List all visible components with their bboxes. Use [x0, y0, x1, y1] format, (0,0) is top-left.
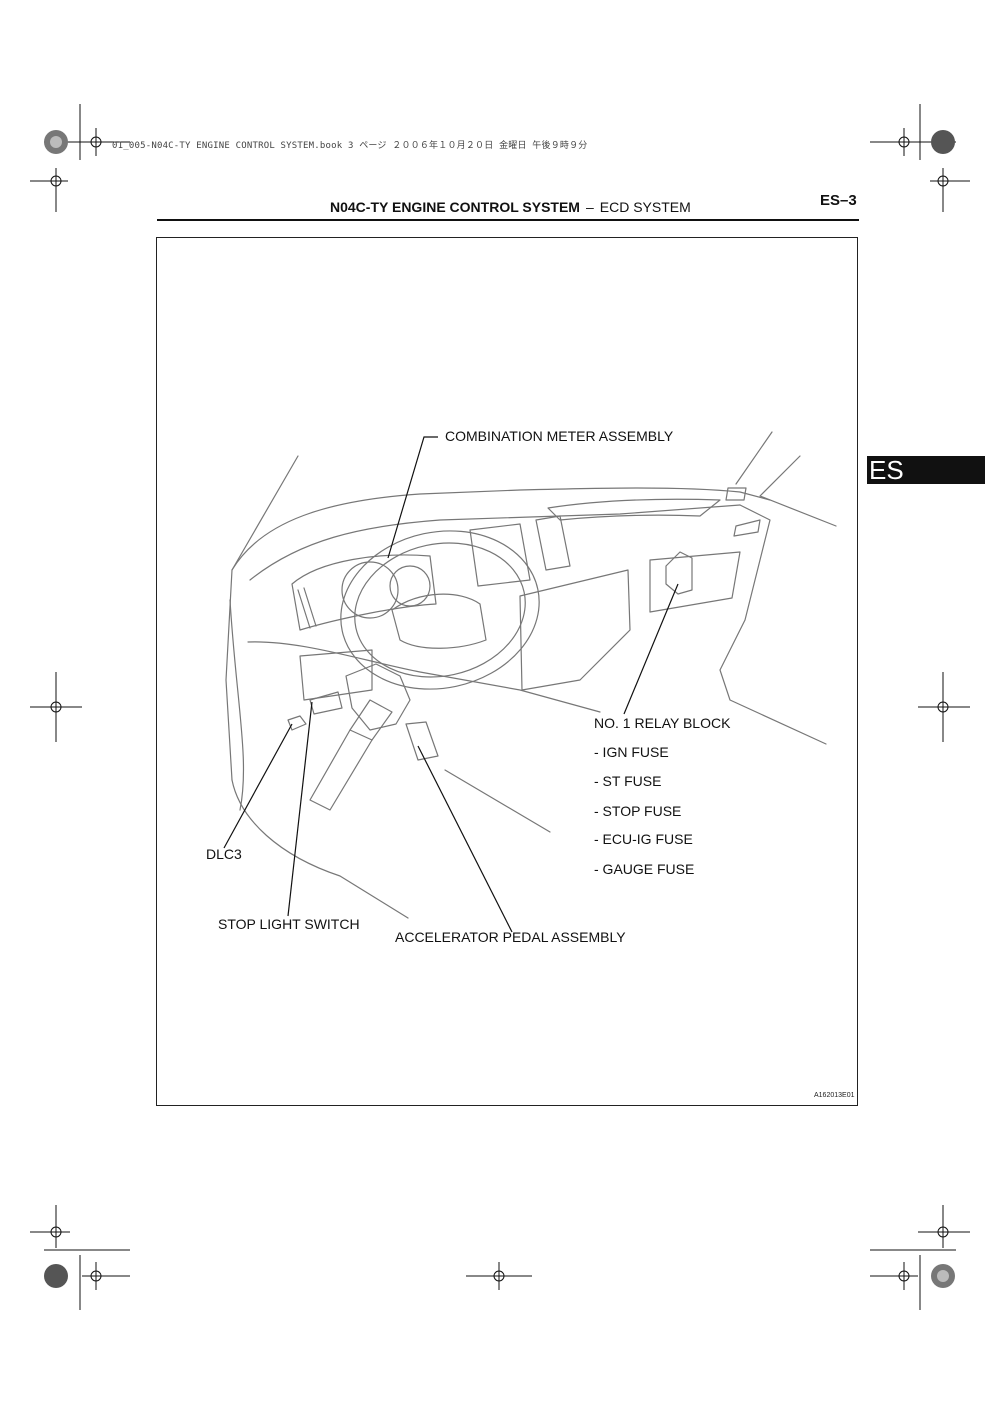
section-tab: ES: [867, 456, 985, 484]
registration-mark-bottom-right: [870, 1205, 970, 1310]
callout-ign-fuse: - IGN FUSE: [594, 744, 669, 760]
callout-st-fuse: - ST FUSE: [594, 773, 662, 789]
registration-mark-top-left: [30, 104, 130, 212]
callout-stop-light-switch: STOP LIGHT SWITCH: [218, 916, 360, 932]
callout-gauge-fuse: - GAUGE FUSE: [594, 861, 695, 877]
figure-frame: [156, 237, 858, 1106]
leader-stop-light-switch: [287, 701, 313, 917]
registration-mark-mid-right: [918, 672, 970, 742]
leader-accelerator-pedal: [417, 745, 513, 933]
callout-combination-meter: COMBINATION METER ASSEMBLY: [445, 428, 674, 444]
registration-mark-bottom-center: [466, 1262, 532, 1290]
header-title-dash: –: [585, 199, 594, 215]
dashboard-illustration: [225, 431, 837, 919]
callout-relay-block: NO. 1 RELAY BLOCK: [594, 715, 731, 731]
registration-target-disks: [44, 130, 955, 1288]
header-title-sub: ECD SYSTEM: [599, 199, 691, 215]
header-title-main: N04C-TY ENGINE CONTROL SYSTEM: [330, 199, 580, 215]
callout-ecu-ig-fuse: - ECU-IG FUSE: [594, 831, 693, 847]
leader-combination-meter: [387, 436, 438, 559]
registration-mark-top-right: [870, 104, 970, 212]
registration-mark-bottom-left: [30, 1205, 130, 1310]
leader-relay-block: [623, 583, 679, 715]
callout-accelerator-pedal: ACCELERATOR PEDAL ASSEMBLY: [395, 929, 626, 945]
registration-mark-mid-left: [30, 672, 82, 742]
leader-dlc3: [223, 723, 293, 849]
page-number: ES–3: [820, 192, 857, 209]
callout-stop-fuse: - STOP FUSE: [594, 803, 682, 819]
callout-dlc3: DLC3: [206, 846, 242, 862]
callout-leaders: [223, 436, 679, 933]
page-header-title: N04C-TY ENGINE CONTROL SYSTEM–ECD SYSTEM: [330, 199, 691, 215]
print-info-line: 01_005-N04C-TY ENGINE CONTROL SYSTEM.boo…: [112, 141, 588, 151]
figure-id: A162013E01: [814, 1092, 855, 1099]
header-rule: [157, 219, 859, 221]
